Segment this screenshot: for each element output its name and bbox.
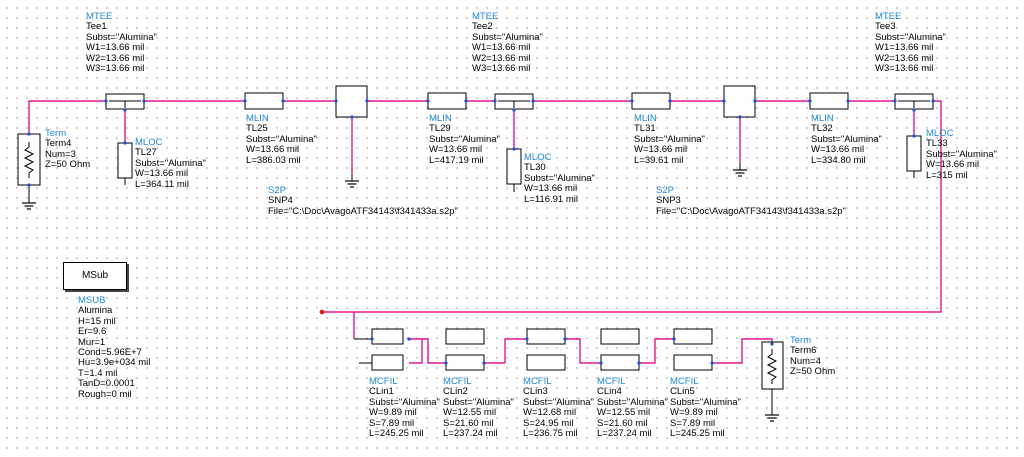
tl27-symbol[interactable] xyxy=(117,142,133,179)
tl30-symbol[interactable] xyxy=(506,148,522,185)
wire-term4-tee1[interactable] xyxy=(28,100,106,134)
tee3-symbol[interactable] xyxy=(894,93,934,110)
clin1-symbol[interactable] xyxy=(371,328,404,371)
wire-tee3-filter[interactable] xyxy=(322,100,942,313)
snp3-symbol[interactable] xyxy=(723,85,756,177)
tl29-symbol[interactable] xyxy=(427,92,467,110)
tee2-symbol[interactable] xyxy=(494,93,534,110)
tl25-symbol[interactable] xyxy=(244,92,284,110)
wire-clin2-clin3[interactable] xyxy=(504,338,527,363)
tl33-symbol[interactable] xyxy=(906,135,922,172)
wire-clin3-clin4[interactable] xyxy=(565,338,601,364)
term6-symbol[interactable] xyxy=(761,341,784,422)
tee1-symbol[interactable] xyxy=(105,93,145,110)
clin3-symbol[interactable] xyxy=(526,328,566,371)
tl32-symbol[interactable] xyxy=(809,92,849,110)
msub-symbol[interactable]: MSub xyxy=(63,262,127,290)
wire-clin5-term6[interactable] xyxy=(712,338,773,364)
snp4-symbol[interactable] xyxy=(335,85,368,188)
wire-clin4-clin5[interactable] xyxy=(639,338,674,364)
wire-clin1-clin2-link[interactable] xyxy=(422,338,446,364)
tl31-symbol[interactable] xyxy=(631,92,671,110)
wire-clin1-clin2 xyxy=(409,338,423,364)
clin4-symbol[interactable] xyxy=(600,328,640,371)
clin2-symbol[interactable] xyxy=(445,328,485,371)
clin5-symbol[interactable] xyxy=(673,328,713,371)
pins xyxy=(27,99,935,365)
term4-symbol[interactable] xyxy=(17,133,41,210)
